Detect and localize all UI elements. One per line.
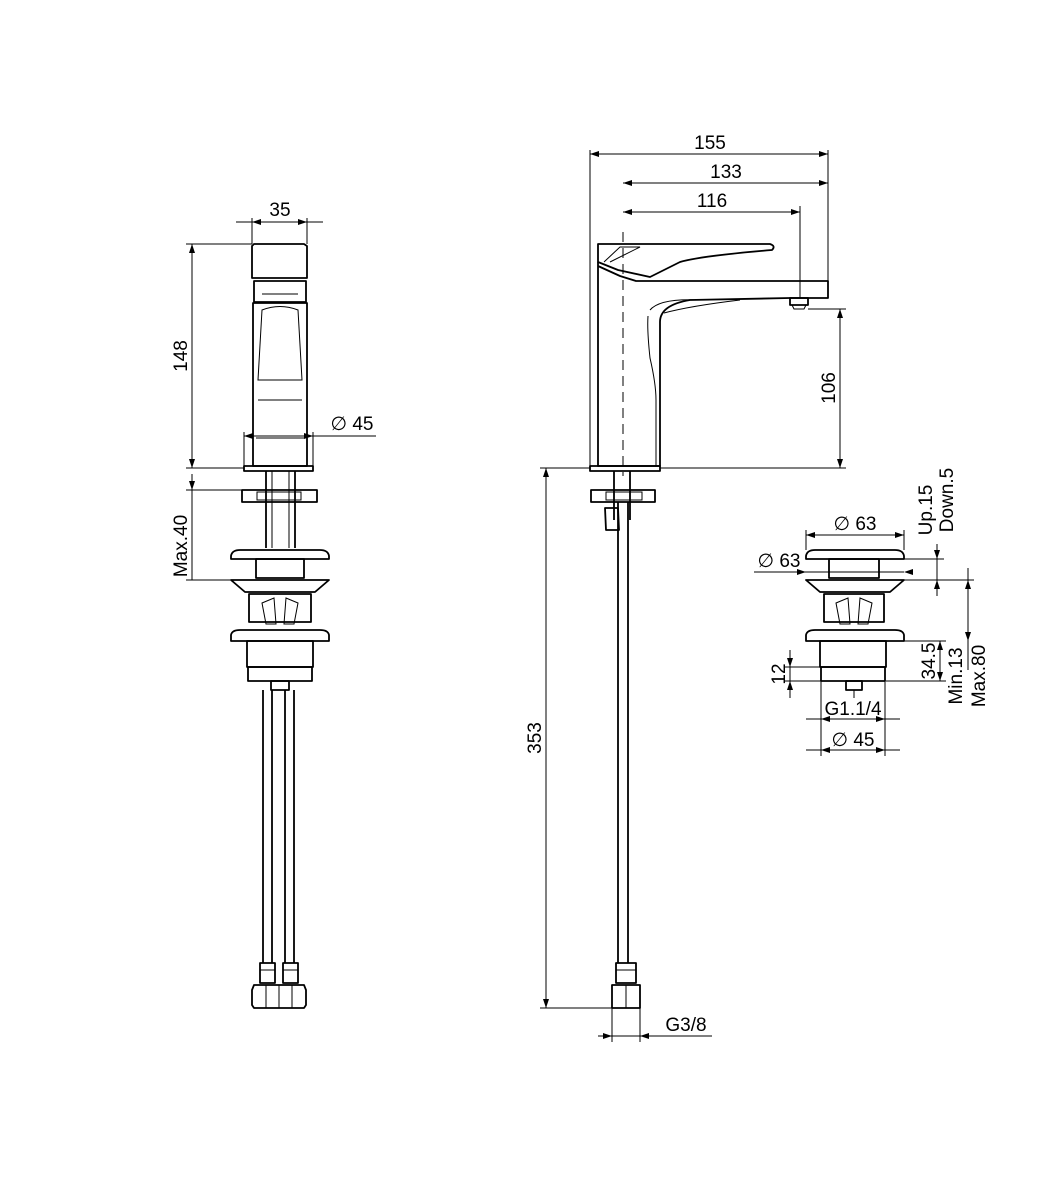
dim-waste-body-dia: ∅ 45 <box>832 730 875 751</box>
dim-front-hose-length: 353 <box>525 722 546 754</box>
dim-front-spout-height: 106 <box>819 372 840 404</box>
dim-front-overall-reach: 155 <box>694 133 726 154</box>
dim-side-max-thickness: Max.40 <box>171 515 192 577</box>
dim-front-spout-reach: 133 <box>710 162 742 183</box>
dim-waste-travel-up: Up.15 <box>916 485 937 536</box>
side-view-dimensions: 35 148 ∅ 45 Max.40 <box>171 200 376 581</box>
dim-waste-cap-dia-top: ∅ 63 <box>834 514 877 535</box>
front-view-faucet <box>589 232 829 1009</box>
dim-side-base-dia: ∅ 45 <box>331 414 374 435</box>
dim-waste-min-thickness: Min.13 <box>946 647 967 704</box>
dim-waste-thread-length: 12 <box>769 663 790 684</box>
dim-front-hose-thread: G3/8 <box>665 1015 706 1036</box>
dim-front-handle-reach: 116 <box>697 191 727 212</box>
waste-dimensions: ∅ 63 ∅ 63 Up.15 Down.5 34.5 Min.13 Max.8… <box>754 468 990 756</box>
dim-waste-max-thickness: Max.80 <box>969 645 990 707</box>
dim-waste-thread: G1.1/4 <box>824 699 881 720</box>
dim-waste-travel-down: Down.5 <box>937 468 958 532</box>
front-view-dimensions: 155 133 116 106 353 G3/8 <box>525 133 846 1042</box>
dim-side-height: 148 <box>171 340 192 372</box>
dim-side-width: 35 <box>269 200 290 221</box>
side-view-faucet <box>230 243 330 1009</box>
dim-waste-cap-dia-side: ∅ 63 <box>758 551 801 572</box>
waste-detail <box>805 549 905 698</box>
dim-waste-body-height: 34.5 <box>919 643 940 680</box>
